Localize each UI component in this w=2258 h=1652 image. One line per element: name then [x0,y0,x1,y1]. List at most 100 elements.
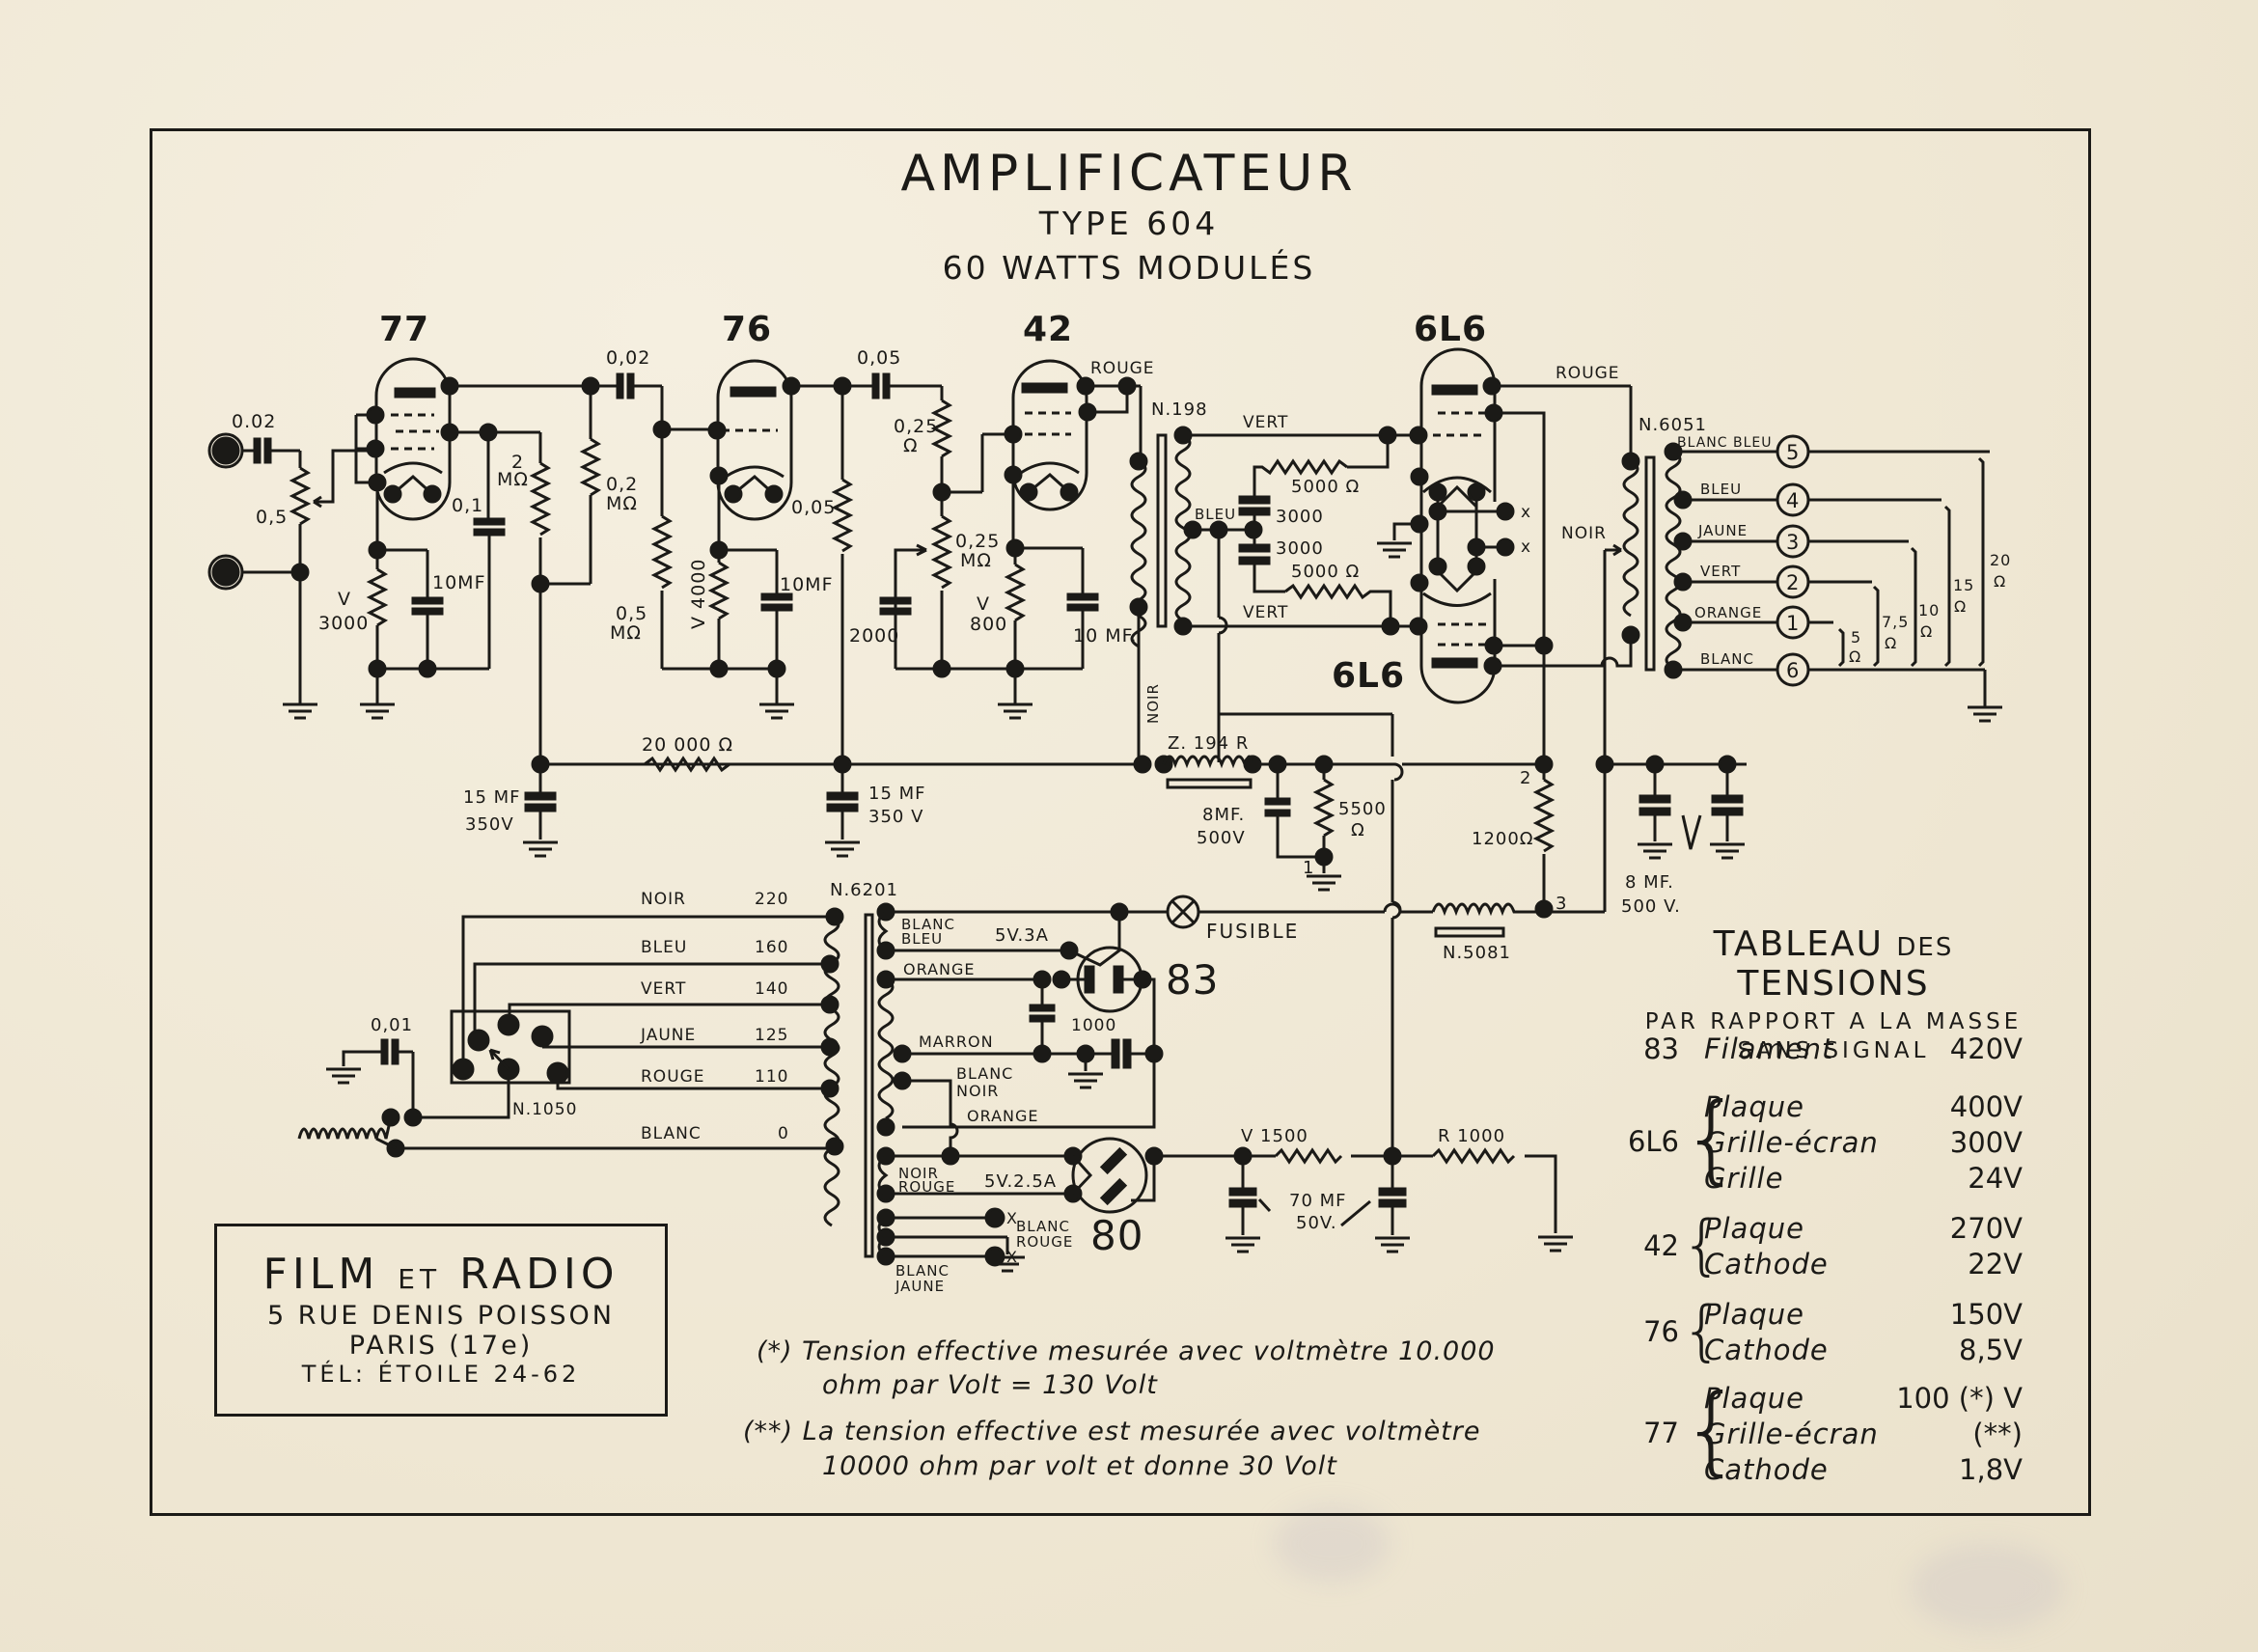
diagram-type: TYPE 604 [1038,205,1220,242]
label-76-cathode-cap: 10MF [780,574,834,595]
label-77-cathode-v: V [338,589,351,610]
voltage-group-tube: 76 [1643,1315,1679,1348]
label-driver-cap-bottom: 3000 [1276,538,1324,559]
label-77-screen-res: 2 [511,452,524,473]
label-6l6-heater-x2: x [1521,537,1531,557]
label-tap-wire-6: BLANC [1700,650,1754,668]
label-77-plate-res: 0,2 [606,474,638,495]
tube-label-80: 80 [1090,1212,1143,1259]
label-primary-wire-noir: NOIR [641,890,686,909]
label-tap-wire-2: VERT [1700,563,1741,580]
label-impedance-15: 15 [1953,576,1974,594]
label-driver-wire-mid: BLEU [1195,506,1236,523]
voltage-table-title-2: TENSIONS [1737,964,1930,1004]
voltage-row-value: 24V [1968,1162,2023,1195]
voltage-row: Filament 420V [1704,1032,2032,1067]
voltage-table-title-1: TABLEAU [1713,924,1884,964]
voltage-row-label: Plaque [1704,1212,1804,1245]
voltage-group-83: 83 Filament 420V [1611,1032,2036,1071]
label-impedance-10: 10 [1918,601,1940,620]
voltage-row-value: 22V [1968,1248,2023,1280]
company-name-radio: RADIO [459,1250,620,1299]
label-impedance-20: 20 [1990,551,2011,569]
label-cap-1000: 1000 [1071,1016,1116,1035]
label-primary-wire-blanc: BLANC [641,1124,702,1143]
voltage-row: Plaque 270V [1704,1212,2032,1247]
voltage-row: Cathode 8,5V [1704,1334,2032,1368]
voltage-row-value: 420V [1949,1032,2023,1065]
terminal-2: 2 [1786,571,1800,594]
label-sec-blanc-jaune-1: BLANC [895,1262,950,1280]
label-sec-orange-2: ORANGE [967,1107,1038,1125]
voltage-table-title: TABLEAU DES TENSIONS [1626,924,2041,1004]
label-sec-blanc-noir-1: BLANC [956,1064,1013,1083]
label-bias-res-v: V 1500 [1241,1126,1308,1146]
voltage-group-tube: 6L6 [1627,1125,1679,1158]
label-filter-cap-mid-value: 15 MF [868,784,926,804]
label-77-screen-cap: 0,1 [452,495,483,516]
label-42-series-res: 0,25 [894,416,938,437]
label-42-plate-wire: ROUGE [1090,359,1155,378]
label-sec-noir: NOIR [898,1165,939,1182]
voltage-group-77: 77 { Plaque 100 (*) V Grille-écran (**) … [1611,1382,2036,1490]
label-cap-pair-voltage: 500 V. [1621,896,1681,917]
label-cap-pair-value: 8 MF. [1625,872,1674,893]
voltage-group-76: 76 { Plaque 150V Cathode 8,5V [1611,1298,2036,1371]
label-primary-volts-0: 0 [778,1124,789,1143]
voltage-row-label: Plaque [1704,1382,1804,1415]
label-42-tone-pot: 0,25 [955,531,1000,552]
label-sec-blanc-noir-2: NOIR [956,1082,999,1100]
label-driver-wire-top: VERT [1243,413,1288,432]
label-impedance-7-5: 7,5 [1882,613,1909,631]
label-x-mark-2: X [1006,1248,1018,1266]
label-ohm: Ω [1920,622,1933,641]
label-volume-pot: 0,5 [256,507,288,528]
label-sec-bleu: BLEU [901,930,943,948]
label-primary-volts-125: 125 [755,1026,788,1045]
terminal-4: 4 [1786,489,1800,512]
label-77-cathode-cap: 10MF [432,572,486,593]
label-filter-res: 20 000 Ω [642,734,733,756]
label-output-transformer: N.6051 [1638,415,1707,435]
footnote-1-text: Tension effective mesurée avec voltmètre… [802,1336,1496,1366]
label-node-2: 2 [1520,768,1531,788]
voltage-row-value: 270V [1949,1212,2023,1245]
tube-label-77: 77 [379,310,429,349]
voltage-group-6l6: 6L6 { Plaque 400V Grille-écran 300V Gril… [1611,1090,2036,1198]
label-node-1: 1 [1303,858,1314,878]
label-ohm: Ω [1849,647,1861,666]
label-x-mark-1: X [1006,1209,1018,1227]
company-address: 5 RUE DENIS POISSON [267,1301,615,1331]
label-driver-res-top: 5000 Ω [1291,477,1360,497]
brace-icon: { [1681,1082,1743,1195]
label-42-series-res-unit: Ω [903,435,919,456]
brace-icon: { [1681,1293,1723,1369]
label-77-plate-res-unit: MΩ [606,493,638,514]
footnote-1-line-2: ohm par Volt = 130 Volt [822,1370,1158,1400]
label-76-cathode-res: V 4000 [688,559,709,629]
label-tap-wire-1: ORANGE [1694,604,1762,621]
footnote-2-text: La tension effective est mesurée avec vo… [802,1417,1481,1446]
voltage-group-tube: 77 [1643,1417,1679,1449]
output-transformer-symbol [1622,450,1682,672]
label-76-plate-res: 0,05 [791,497,836,518]
label-bias-res-r: R 1000 [1438,1126,1505,1146]
label-6l6-heater-x1: x [1521,503,1531,522]
label-ohm: Ω [1954,597,1967,616]
label-filter-cap-mid-voltage: 350 V [868,807,923,827]
tube-42-symbol [1011,359,1088,511]
voltage-row-value: 8,5V [1959,1334,2023,1366]
brace-icon: { [1681,1207,1723,1283]
voltage-row-value: 100 (*) V [1896,1382,2023,1415]
label-primary-wire-vert: VERT [641,979,686,999]
label-driver-transformer: N.198 [1151,399,1208,420]
footnote-2-line-1: (**) La tension effective est mesurée av… [743,1417,1480,1446]
voltage-row-label: Plaque [1704,1298,1804,1331]
label-tap-wire-4: BLEU [1700,481,1742,498]
label-filter-cap-left-value: 15 MF [463,787,521,808]
label-80-heater: 5V.2.5A [984,1171,1057,1192]
company-phone: TÉL: ÉTOILE 24-62 [301,1361,581,1388]
label-driver-wire-bottom: VERT [1243,603,1288,622]
company-info-box: FILM ET RADIO 5 RUE DENIS POISSON PARIS … [214,1224,668,1417]
